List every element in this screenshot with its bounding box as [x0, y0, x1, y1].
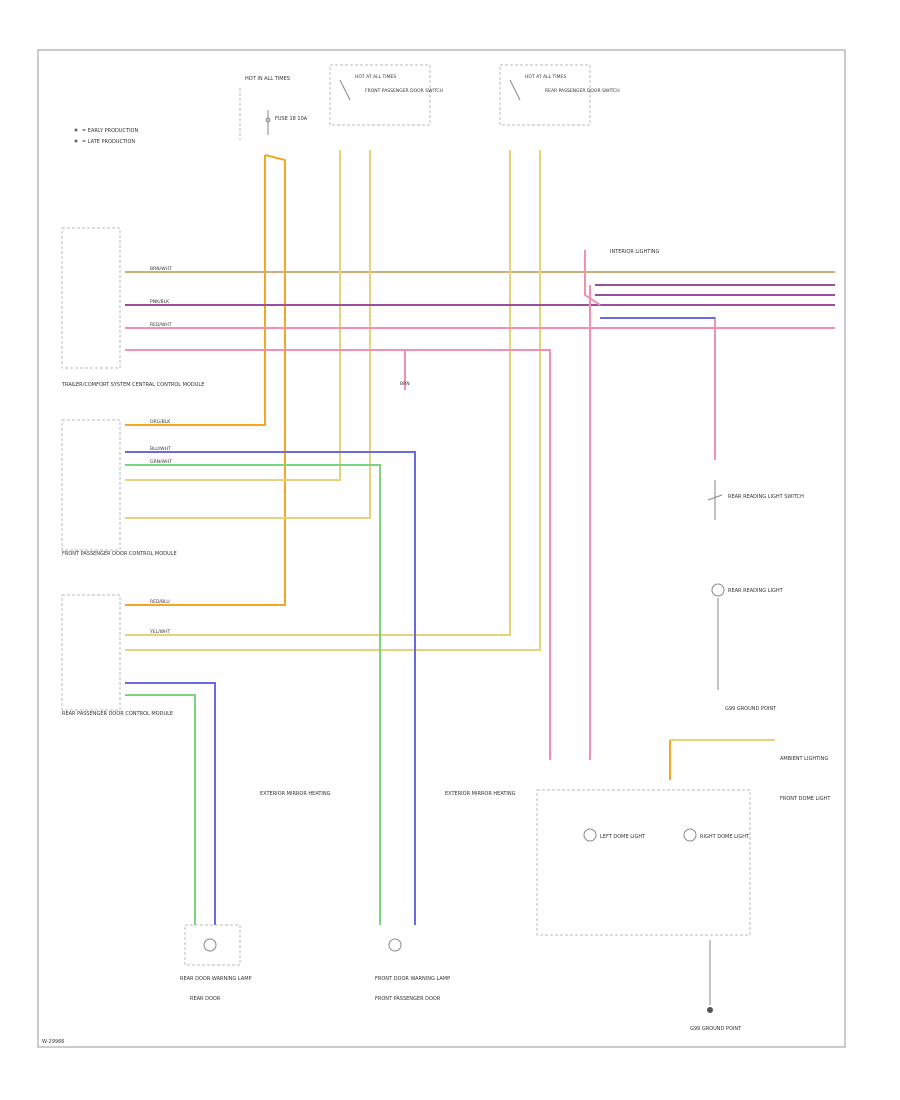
wire-tan-2 [125, 150, 341, 481]
module2-name: FRONT PASSENGER DOOR CONTROL MODULE [62, 551, 177, 557]
legend: = EARLY PRODUCTION = LATE PRODUCTION [74, 128, 138, 145]
legend-early: = EARLY PRODUCTION [82, 128, 138, 134]
interior-lighting: INTERIOR LIGHTING [610, 249, 660, 255]
module-front-passenger: FRONT PASSENGER DOOR CONTROL MODULE [61, 419, 177, 557]
bottom-components: EXTERIOR MIRROR HEATING EXTERIOR MIRROR … [180, 791, 516, 1002]
rear-passenger-door-switch: HOT AT ALL TIMES REAR PASSENGER DOOR SWI… [499, 64, 620, 126]
wire-green-2 [125, 694, 196, 925]
wires [125, 150, 835, 925]
label-brn-wht: BRN/WHT [150, 266, 172, 272]
label-blu-wht: BLU/WHT [150, 446, 171, 452]
right-dome: RIGHT DOME LIGHT [700, 834, 750, 840]
left-dome: LEFT DOME LIGHT [600, 834, 646, 840]
label-brn: BRN [400, 381, 410, 387]
switch1-label: HOT AT ALL TIMES [355, 74, 396, 80]
wire-green-1 [125, 464, 381, 925]
label-grn-wht: GRN/WHT [150, 459, 172, 465]
module-trailer: TRAILER/COMFORT SYSTEM CENTRAL CONTROL M… [61, 227, 204, 388]
wire-labels: BRN/WHT PNK/BLK RED/WHT BLU/WHT GRN/WHT … [149, 266, 410, 635]
switch2-label: HOT AT ALL TIMES [525, 74, 566, 80]
label-pnk-blk: PNK/BLK [150, 299, 170, 305]
right-components: INTERIOR LIGHTING REAR READING LIGHT SWI… [536, 249, 831, 1032]
wire-blue-2 [125, 682, 216, 925]
front-passenger-door-switch: HOT AT ALL TIMES FRONT PASSENGER DOOR SW… [329, 64, 443, 126]
wire-orange-2 [125, 154, 286, 606]
fuse-label: FUSE 18 10A [275, 116, 308, 122]
ground-right: G99 GROUND POINT [725, 706, 777, 712]
label-yel-wht: YEL/WHT [149, 629, 170, 635]
module1-name: TRAILER/COMFORT SYSTEM CENTRAL CONTROL M… [61, 382, 204, 388]
switch1-name: FRONT PASSENGER DOOR SWITCH [365, 88, 443, 94]
rear-reading-switch: REAR READING LIGHT SWITCH [728, 494, 804, 500]
diagram-code: W-29966 [42, 1039, 64, 1045]
label-red-blu: RED/BLU [150, 599, 170, 605]
ground-bottom: G99 GROUND POINT [690, 1026, 742, 1032]
front-door-lamp: FRONT DOOR WARNING LAMP [375, 976, 450, 982]
wire-tan-5 [125, 150, 541, 651]
label-red-wht: RED/WHT [150, 322, 172, 328]
wire-pink-2 [125, 349, 551, 760]
fuse-component: HOT IN ALL TIMES FUSE 18 10A [239, 76, 308, 140]
rear-door-lamp: REAR DOOR WARNING LAMP [180, 976, 252, 982]
wire-tan-3 [125, 150, 371, 519]
label-org-blk: ORG/BLK [150, 419, 171, 425]
exterior-mirror-1: EXTERIOR MIRROR HEATING [260, 791, 331, 797]
front-door-name: FRONT PASSENGER DOOR [375, 996, 441, 1002]
wire-tan-4 [125, 150, 511, 636]
diagram-frame [37, 49, 846, 1048]
ambient-light: AMBIENT LIGHTING [780, 756, 828, 762]
wire-orange-1 [125, 155, 266, 426]
switch2-name: REAR PASSENGER DOOR SWITCH [545, 88, 620, 94]
wire-pink-5 [600, 317, 716, 460]
legend-late: = LATE PRODUCTION [82, 139, 135, 145]
fuse-panel-label: HOT IN ALL TIMES [245, 76, 290, 82]
wire-blue-1 [125, 451, 416, 925]
rear-door-name: REAR DOOR [190, 996, 221, 1002]
exterior-mirror-2: EXTERIOR MIRROR HEATING [445, 791, 516, 797]
module3-name: REAR PASSENGER DOOR CONTROL MODULE [62, 711, 173, 717]
rear-reading-light: REAR READING LIGHT [728, 588, 784, 594]
wire-pink-3 [584, 250, 601, 306]
front-dome-light: FRONT DOME LIGHT [780, 796, 831, 802]
module-rear-passenger: REAR PASSENGER DOOR CONTROL MODULE [61, 594, 173, 717]
